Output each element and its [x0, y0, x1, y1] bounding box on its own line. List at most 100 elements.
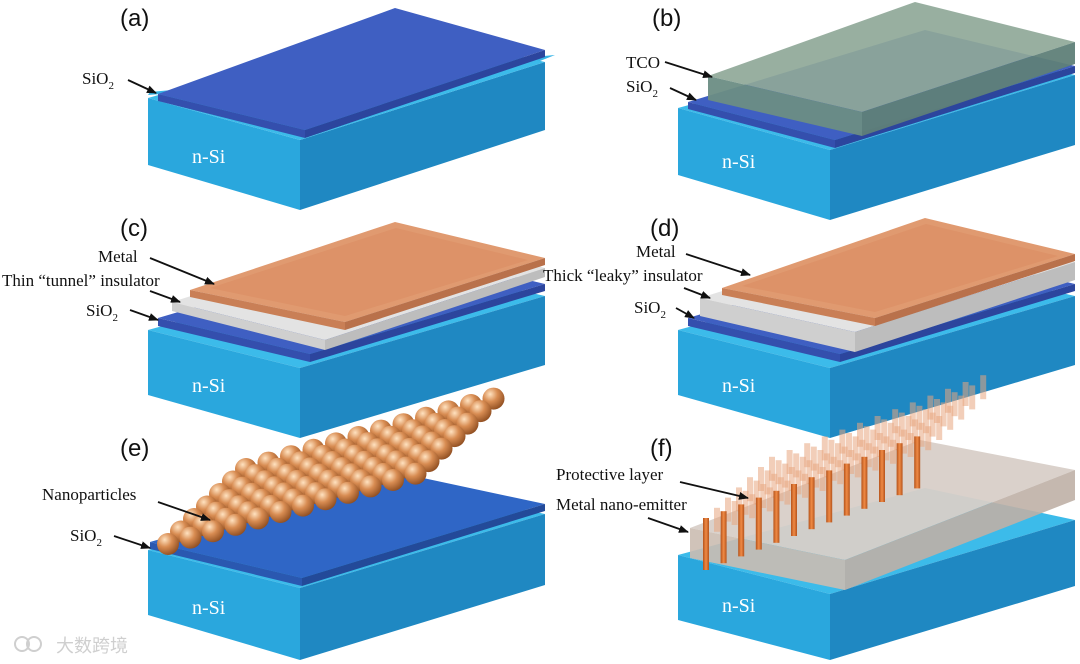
- nano-emitter: [841, 446, 848, 471]
- nano-emitter: [945, 388, 951, 413]
- panel-d-label: (d): [650, 215, 679, 242]
- tco-layer-side: [862, 42, 1075, 136]
- nano-emitter: [725, 497, 731, 522]
- n-si-substrate-side: [830, 520, 1075, 660]
- nano-emitter: [907, 433, 914, 457]
- n-si-substrate-front: [148, 98, 300, 210]
- sio2-layer-side: [840, 284, 1075, 362]
- panel-e: (e) n-Si Nanoparticles SiO2: [42, 387, 545, 660]
- insulator-layer-front: [172, 302, 325, 350]
- panel-c-insulator-label: Thin “tunnel” insulator: [2, 271, 160, 290]
- sio2-layer-front: [688, 318, 840, 362]
- nano-emitter: [747, 477, 753, 502]
- n-si-substrate-front: [148, 550, 300, 660]
- panel-c-insulator-arrow: [149, 290, 181, 303]
- nano-emitter: [813, 463, 819, 488]
- nano-emitter: [843, 463, 850, 516]
- nano-emitter: [870, 429, 877, 454]
- nano-emitter: [905, 416, 912, 440]
- panel-f-protective-label: Protective layer: [556, 465, 663, 484]
- nano-emitter: [782, 463, 789, 488]
- nano-emitter: [912, 419, 918, 444]
- panel-e-substrate-label: n-Si: [192, 597, 226, 619]
- panel-f-substrate-label: n-Si: [722, 595, 756, 617]
- panel-d-sio2-label: SiO2: [634, 298, 666, 321]
- nano-emitter: [969, 385, 976, 410]
- nano-emitter: [896, 443, 903, 496]
- nano-emitter: [791, 484, 797, 536]
- panel-c-label: (c): [120, 215, 148, 242]
- metal-layer-side: [345, 258, 545, 330]
- panel-e-particles-arrow: [157, 501, 211, 521]
- nano-emitter: [804, 443, 811, 468]
- nano-emitter: [852, 436, 859, 461]
- nano-emitter: [817, 450, 824, 474]
- nano-emitter: [934, 399, 940, 423]
- panel-e-label: (e): [120, 435, 149, 462]
- panel-c-metal-label: Metal: [98, 247, 138, 266]
- panel-b-label: (b): [652, 5, 681, 32]
- nano-emitter: [755, 497, 762, 550]
- nano-emitter: [795, 470, 802, 495]
- nano-emitter: [846, 433, 852, 457]
- n-si-substrate-front: [678, 108, 830, 220]
- watermark-text: 大数跨境: [56, 636, 128, 656]
- nano-emitter: [980, 375, 987, 400]
- panel-f-emitter-arrow: [647, 517, 689, 533]
- nano-emitter: [764, 470, 771, 495]
- panel-e-particles-label: Nanoparticles: [42, 485, 136, 504]
- nano-emitter: [879, 450, 885, 502]
- nano-emitter: [872, 446, 879, 471]
- sio2-layer-front: [158, 94, 305, 138]
- nano-emitter: [777, 477, 784, 502]
- panel-d: (d) n-Si Metal Thick “leaky” insulator S…: [543, 215, 1075, 438]
- nano-emitter: [830, 456, 837, 481]
- nano-emitter: [835, 443, 841, 468]
- panel-c: (c) n-Si Metal Thin “tunnel” insulator S…: [2, 215, 545, 438]
- nano-emitter: [819, 467, 826, 491]
- nano-emitter: [839, 429, 846, 454]
- n-si-substrate-side: [300, 296, 545, 438]
- nano-emitter: [947, 405, 954, 430]
- insulator-layer-side: [855, 262, 1075, 352]
- nano-emitter: [773, 490, 780, 543]
- nano-emitter: [927, 395, 934, 420]
- panel-c-substrate-label: n-Si: [192, 375, 226, 397]
- nano-emitter: [714, 507, 720, 532]
- watermark: 大数跨境: [14, 636, 128, 656]
- nano-emitter: [753, 480, 760, 505]
- nano-emitter: [738, 504, 745, 557]
- nano-emitter: [821, 436, 828, 461]
- metal-layer-inner: [210, 228, 528, 316]
- sio2-layer-side: [302, 504, 545, 586]
- panel-a-substrate-label: n-Si: [192, 146, 226, 168]
- panel-d-substrate-label: n-Si: [722, 375, 756, 397]
- panel-f: (f) n-Si Protective layer Metal nano-emi…: [556, 375, 1075, 660]
- panel-c-sio2-label: SiO2: [86, 301, 118, 324]
- nano-emitter: [859, 439, 866, 464]
- panel-b-sio2-arrow: [669, 87, 697, 101]
- n-si-substrate-front: [148, 330, 300, 438]
- nano-emitter: [784, 480, 791, 505]
- n-si-substrate-side: [830, 75, 1075, 220]
- nanoparticle: [224, 513, 247, 536]
- sio2-layer-side: [305, 50, 545, 138]
- nano-emitter: [788, 467, 795, 491]
- nano-emitter: [865, 443, 872, 468]
- nanoparticle: [337, 481, 359, 504]
- sio2-layer-side: [310, 284, 545, 362]
- tco-layer-top: [708, 2, 1075, 112]
- nano-emitter: [766, 487, 773, 512]
- nano-emitter: [881, 419, 888, 444]
- nanoparticle: [382, 469, 404, 491]
- n-si-substrate-side: [300, 514, 545, 660]
- nano-emitter: [786, 450, 793, 474]
- metal-layer-front: [190, 290, 345, 330]
- panel-c-sio2-arrow: [129, 309, 159, 321]
- nano-emitter: [951, 392, 958, 417]
- sio2-layer-top: [150, 472, 545, 578]
- panel-b-substrate-label: n-Si: [722, 151, 756, 173]
- nano-emitter: [898, 412, 905, 437]
- nano-emitter: [887, 422, 894, 447]
